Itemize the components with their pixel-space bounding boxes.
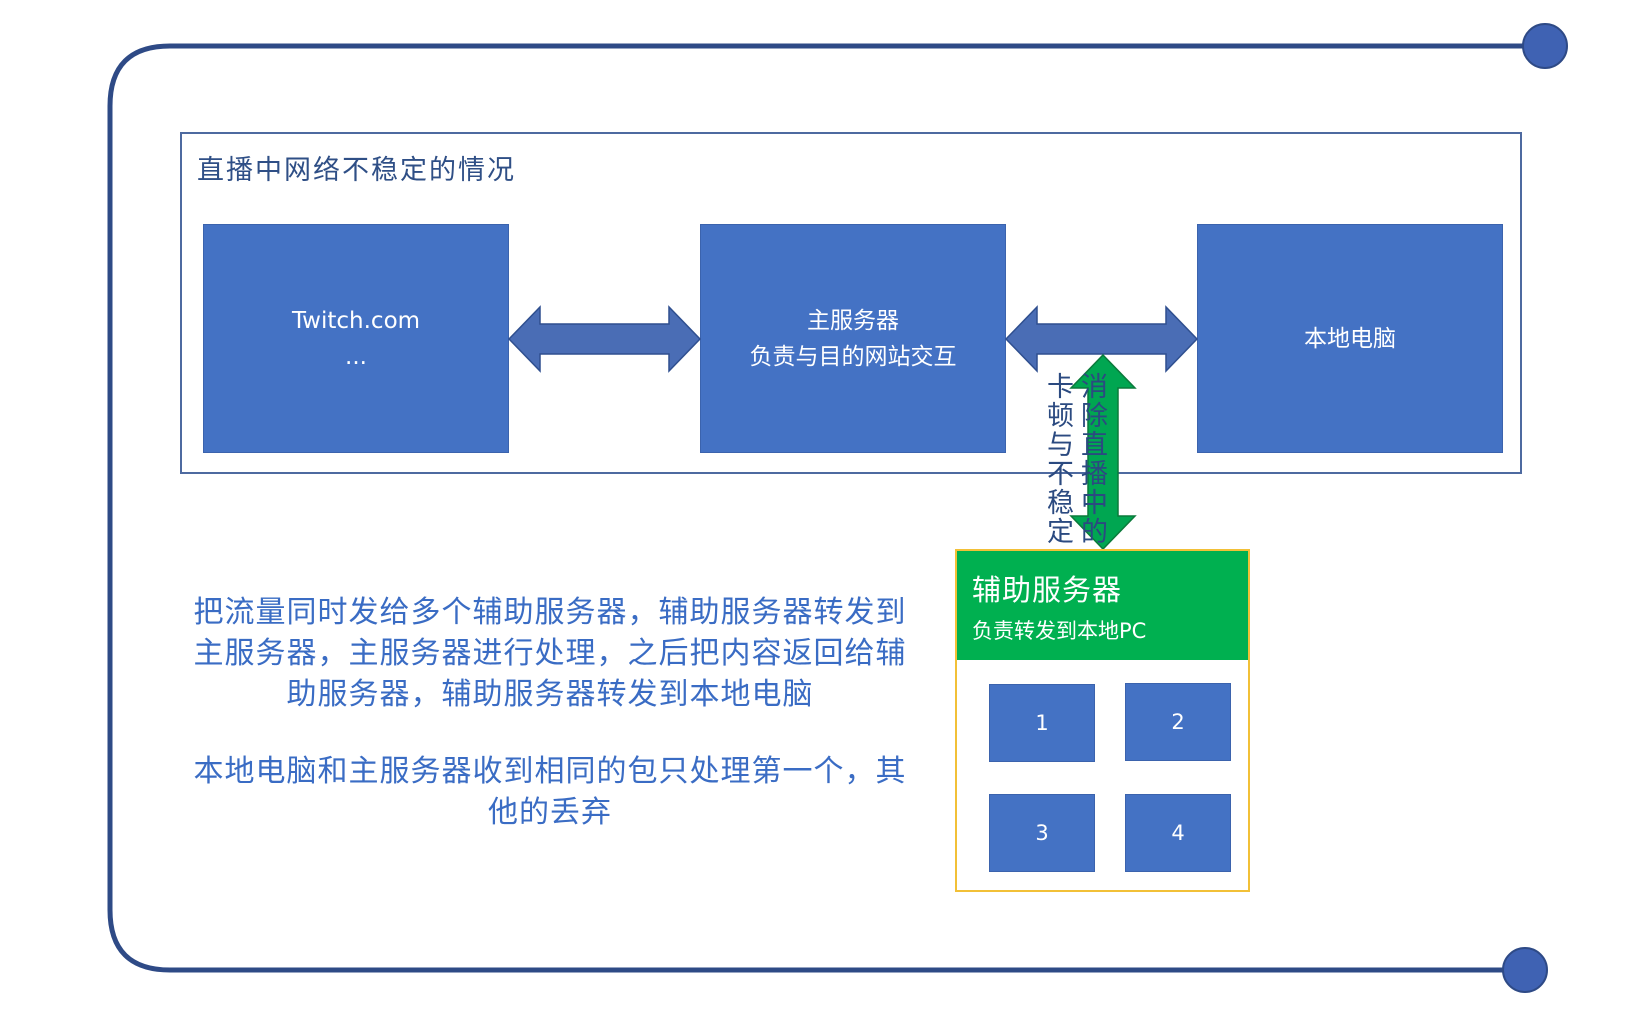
frame-top-dot — [1522, 23, 1568, 69]
aux-server-subtitle: 负责转发到本地PC — [972, 619, 1147, 643]
aux-node-3-label: 3 — [1035, 821, 1049, 845]
local-pc-box: 本地电脑 — [1197, 224, 1503, 453]
frame-line — [107, 43, 1545, 973]
main-server-box-line2: 负责与目的网站交互 — [749, 343, 957, 370]
description-line: 本地电脑和主服务器收到相同的包只处理第一个，其 — [193, 754, 907, 789]
main-server-box-line1: 主服务器 — [807, 307, 899, 334]
twitch-box-line2: ... — [345, 343, 367, 370]
description-line: 他的丢弃 — [488, 795, 612, 830]
section-title: 直播中网络不稳定的情况 — [197, 155, 516, 186]
aux-node-4-label: 4 — [1171, 821, 1185, 845]
aux-node-2: 2 — [1125, 683, 1231, 761]
twitch-box-line1: Twitch.com — [291, 307, 421, 334]
description-line: 助服务器，辅助服务器转发到本地电脑 — [286, 677, 814, 712]
frame-bottom-dot — [1502, 947, 1548, 993]
arrow-label: 消除直播中的卡顿与不稳定 — [1040, 372, 1108, 552]
aux-node-1-label: 1 — [1035, 711, 1049, 735]
aux-node-1: 1 — [989, 684, 1095, 762]
arrow-label-col2: 的卡顿与不 — [1042, 372, 1107, 546]
local-pc-box-label: 本地电脑 — [1304, 325, 1396, 352]
arrow-label-col1: 消除直播中 — [1076, 372, 1107, 517]
twitch-main-arrow — [507, 305, 702, 373]
description-line: 把流量同时发给多个辅助服务器，辅助服务器转发到 — [193, 595, 907, 630]
description-paragraph-2: 本地电脑和主服务器收到相同的包只处理第一个，其 他的丢弃 — [175, 751, 925, 833]
arrow-label-col3: 稳定 — [1042, 488, 1073, 546]
aux-node-2-label: 2 — [1171, 710, 1185, 734]
network-panel — [180, 132, 1522, 474]
main-local-arrow — [1004, 305, 1199, 373]
aux-server-header: 辅助服务器 负责转发到本地PC — [955, 549, 1250, 662]
aux-server-title: 辅助服务器 — [972, 573, 1123, 607]
description-line: 主服务器，主服务器进行处理，之后把内容返回给辅 — [193, 636, 907, 671]
description-paragraph-1: 把流量同时发给多个辅助服务器，辅助服务器转发到 主服务器，主服务器进行处理，之后… — [175, 592, 925, 715]
aux-node-4: 4 — [1125, 794, 1231, 872]
twitch-box: Twitch.com ... — [203, 224, 509, 453]
aux-node-3: 3 — [989, 794, 1095, 872]
